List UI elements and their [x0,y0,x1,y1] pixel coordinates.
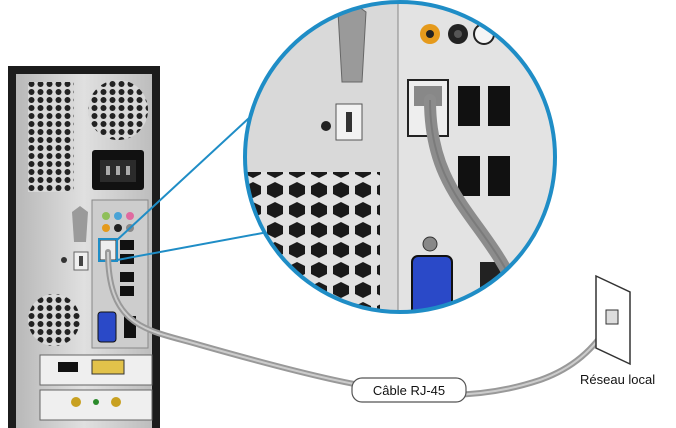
lower-vent [28,294,80,346]
vent-grille [28,82,74,192]
cable-label: Câble RJ-45 [351,377,467,403]
expansion-slots [39,354,153,421]
cable-label-text: Câble RJ-45 [373,383,445,398]
wall-jack-icon [595,274,631,366]
fan-grille [88,80,148,140]
vga-port-icon [97,311,117,343]
side-latch [61,206,89,271]
zoom-detail [243,0,557,314]
network-label: Réseau local [580,372,655,387]
power-socket-icon [92,150,144,190]
pc-tower-rear [8,66,160,428]
